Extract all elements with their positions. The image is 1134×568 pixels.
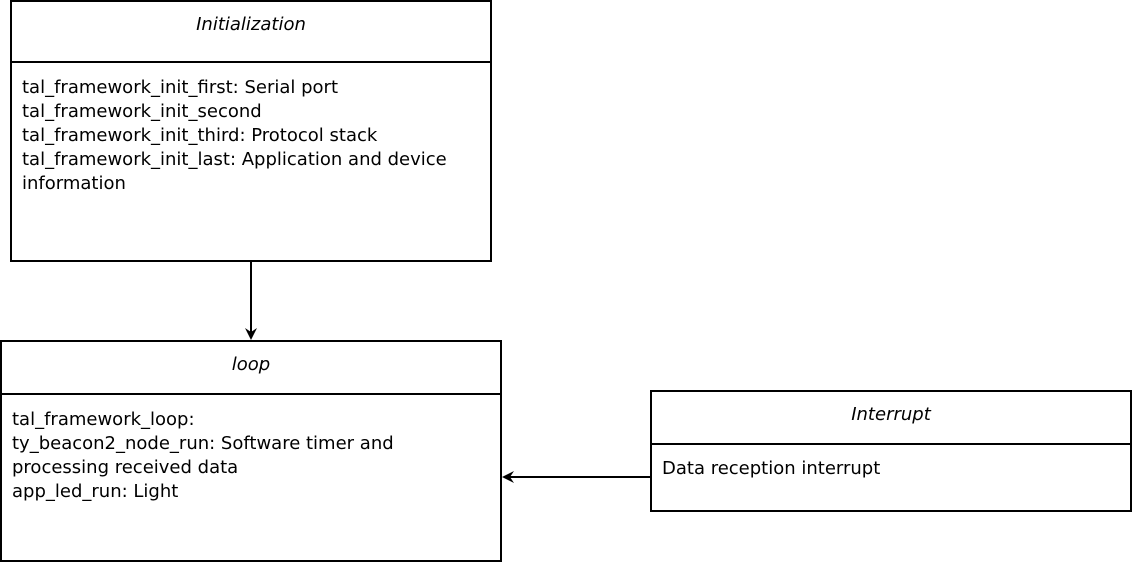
initialization-body: tal_framework_init_first: Serial port ta…	[12, 63, 490, 196]
loop-line: ty_beacon2_node_run: Software timer and …	[12, 433, 394, 478]
initialization-line: tal_framework_init_third: Protocol stack	[22, 125, 378, 146]
initialization-line: tal_framework_init_second	[22, 101, 262, 122]
loop-body: tal_framework_loop: ty_beacon2_node_run:…	[2, 395, 500, 504]
interrupt-line: Data reception interrupt	[662, 458, 881, 479]
loop-line: tal_framework_loop:	[12, 409, 195, 430]
interrupt-box: Interrupt Data reception interrupt	[650, 390, 1132, 512]
loop-line: app_led_run: Light	[12, 481, 179, 502]
initialization-line: tal_framework_init_first: Serial port	[22, 77, 339, 98]
loop-title: loop	[2, 342, 500, 395]
initialization-line: tal_framework_init_last: Application and…	[22, 149, 447, 194]
initialization-title: Initialization	[12, 2, 490, 63]
loop-box: loop tal_framework_loop: ty_beacon2_node…	[0, 340, 502, 562]
interrupt-body: Data reception interrupt	[652, 445, 1130, 481]
initialization-box: Initialization tal_framework_init_first:…	[10, 0, 492, 262]
interrupt-title: Interrupt	[652, 392, 1130, 445]
